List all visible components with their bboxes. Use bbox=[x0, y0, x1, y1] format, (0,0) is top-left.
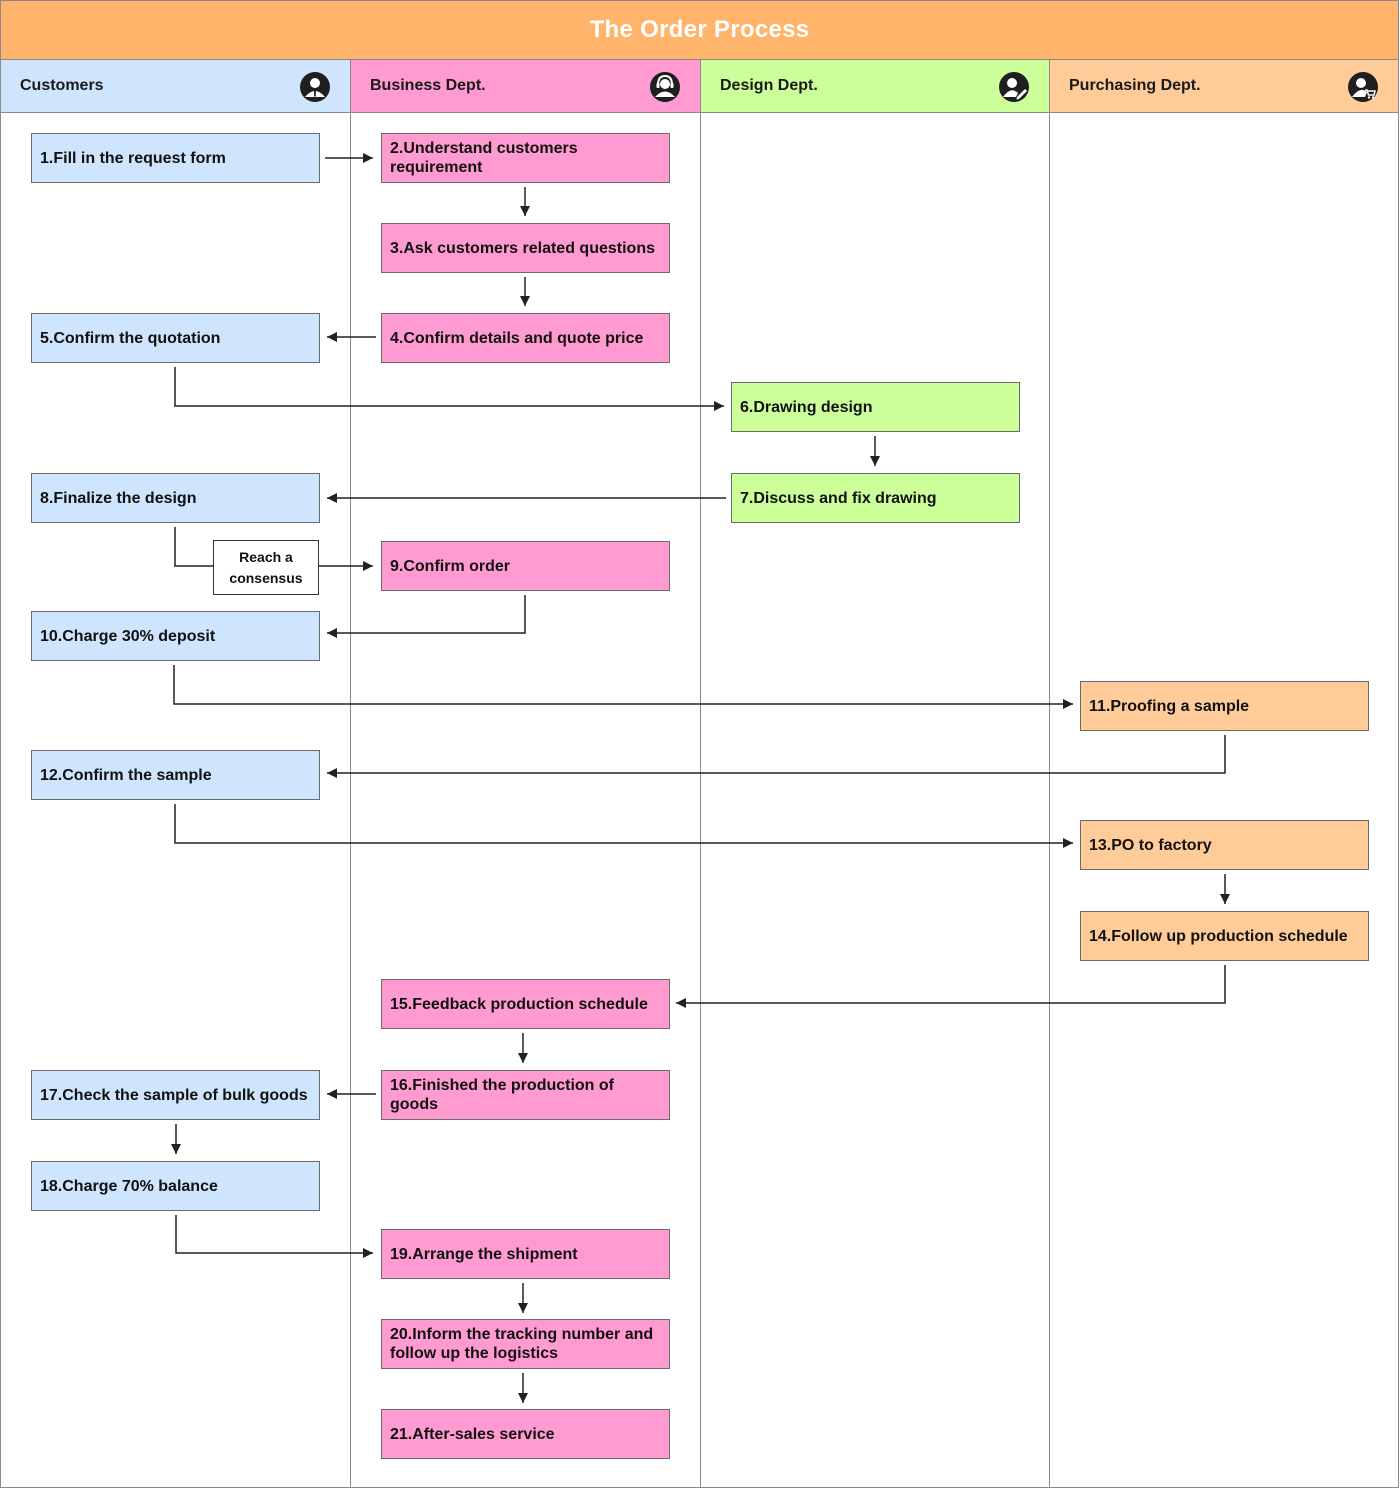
lane-label-design: Design Dept. bbox=[720, 77, 818, 94]
step-6-drawing-design[interactable]: 6.Drawing design bbox=[731, 382, 1020, 432]
step-20-tracking-logistics[interactable]: 20.Inform the tracking number and follow… bbox=[381, 1319, 670, 1369]
user-tie-icon bbox=[299, 71, 331, 103]
step-2-understand-requirement[interactable]: 2.Understand customers requirement bbox=[381, 133, 670, 183]
step-21-after-sales[interactable]: 21.After-sales service bbox=[381, 1409, 670, 1459]
lane-label-business: Business Dept. bbox=[370, 77, 486, 94]
lane-purchasing bbox=[1049, 113, 1399, 1488]
diagram-title: The Order Process bbox=[0, 0, 1399, 60]
step-17-check-bulk-sample[interactable]: 17.Check the sample of bulk goods bbox=[31, 1070, 320, 1120]
lane-label-customers: Customers bbox=[20, 77, 104, 94]
lane-header-purchasing: Purchasing Dept. bbox=[1049, 60, 1399, 113]
step-3-ask-questions[interactable]: 3.Ask customers related questions bbox=[381, 223, 670, 273]
user-cart-icon bbox=[1347, 71, 1379, 103]
step-14-follow-up-schedule[interactable]: 14.Follow up production schedule bbox=[1080, 911, 1369, 961]
consensus-label: Reach a consensus bbox=[213, 540, 319, 595]
step-8-finalize-design[interactable]: 8.Finalize the design bbox=[31, 473, 320, 523]
lane-header-design: Design Dept. bbox=[700, 60, 1050, 113]
step-5-confirm-quotation[interactable]: 5.Confirm the quotation bbox=[31, 313, 320, 363]
step-11-proofing-sample[interactable]: 11.Proofing a sample bbox=[1080, 681, 1369, 731]
lane-header-customers: Customers bbox=[0, 60, 351, 113]
lane-header-business: Business Dept. bbox=[350, 60, 701, 113]
step-12-confirm-sample[interactable]: 12.Confirm the sample bbox=[31, 750, 320, 800]
user-pen-icon bbox=[998, 71, 1030, 103]
lane-design bbox=[700, 113, 1050, 1488]
step-18-charge-balance[interactable]: 18.Charge 70% balance bbox=[31, 1161, 320, 1211]
step-15-feedback-schedule[interactable]: 15.Feedback production schedule bbox=[381, 979, 670, 1029]
step-13-po-to-factory[interactable]: 13.PO to factory bbox=[1080, 820, 1369, 870]
step-10-charge-deposit[interactable]: 10.Charge 30% deposit bbox=[31, 611, 320, 661]
step-7-discuss-fix-drawing[interactable]: 7.Discuss and fix drawing bbox=[731, 473, 1020, 523]
step-1-fill-request-form[interactable]: 1.Fill in the request form bbox=[31, 133, 320, 183]
step-19-arrange-shipment[interactable]: 19.Arrange the shipment bbox=[381, 1229, 670, 1279]
headset-user-icon bbox=[649, 71, 681, 103]
step-16-finished-production[interactable]: 16.Finished the production of goods bbox=[381, 1070, 670, 1120]
lane-label-purchasing: Purchasing Dept. bbox=[1069, 77, 1201, 94]
step-9-confirm-order[interactable]: 9.Confirm order bbox=[381, 541, 670, 591]
step-4-quote-price[interactable]: 4.Confirm details and quote price bbox=[381, 313, 670, 363]
